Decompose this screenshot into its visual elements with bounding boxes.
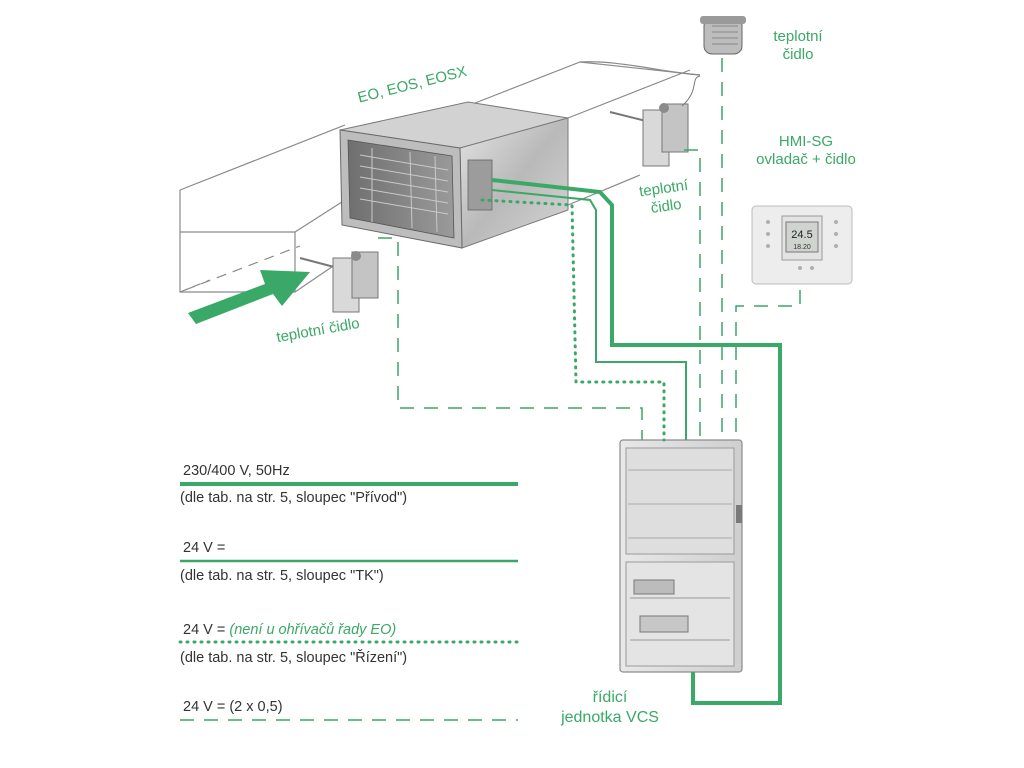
- tk-cable: [491, 189, 687, 440]
- power-cable: [491, 178, 782, 705]
- label-outdoor-sensor-line2: čidlo: [782, 46, 814, 63]
- label-control-unit-line2: jednotka VCS: [561, 709, 659, 726]
- outdoor-sensor: [700, 16, 746, 55]
- legend-tk-desc: (dle tab. na str. 5, sloupec "TK"): [180, 568, 384, 584]
- legend-power-desc: (dle tab. na str. 5, sloupec "Přívod"): [180, 490, 408, 506]
- airflow-arrow: [188, 270, 310, 324]
- legend-control-label: 24 V =: [183, 622, 230, 638]
- label-outdoor-sensor-line1: teplotní: [773, 28, 823, 45]
- legend-control-row: 24 V = (není u ohřívačů řady EO): [183, 622, 396, 639]
- air-duct: [179, 61, 701, 293]
- legend-control-note: (není u ohřívačů řady EO): [229, 622, 397, 638]
- thermostat-main-reading: 24.5: [791, 229, 812, 241]
- label-hmi: HMI-SG ovladač + čidlo: [746, 133, 866, 169]
- label-hmi-line1: HMI-SG: [778, 133, 834, 150]
- duct-heater: [339, 101, 569, 249]
- label-hmi-line2: ovladač + čidlo: [756, 151, 856, 168]
- hmi-thermostat: [751, 205, 853, 285]
- control-cable-dotted: [480, 198, 666, 442]
- wiring: [378, 58, 801, 705]
- legend-power-label: 230/400 V, 50Hz: [183, 463, 290, 479]
- legend-control-desc: (dle tab. na str. 5, sloupec "Řízení"): [180, 650, 408, 666]
- legend-sensor-label: 24 V = (2 x 0,5): [183, 699, 283, 715]
- control-cabinet: [619, 439, 743, 673]
- label-control-unit: řídicí jednotka VCS: [540, 688, 680, 728]
- sensor-outlet-cable: [684, 149, 701, 440]
- duct-sensor-inlet: [299, 251, 379, 313]
- legend-tk-label: 24 V =: [183, 540, 226, 556]
- label-outdoor-sensor: teplotní čidlo: [766, 28, 830, 64]
- sensor-inlet-cable: [378, 237, 643, 440]
- label-control-unit-line1: řídicí: [592, 689, 628, 706]
- thermostat-sub-reading: 18.20: [793, 244, 811, 251]
- legend-lines: [178, 482, 520, 721]
- duct-sensor-outlet: [609, 75, 701, 167]
- hmi-cable: [735, 290, 801, 440]
